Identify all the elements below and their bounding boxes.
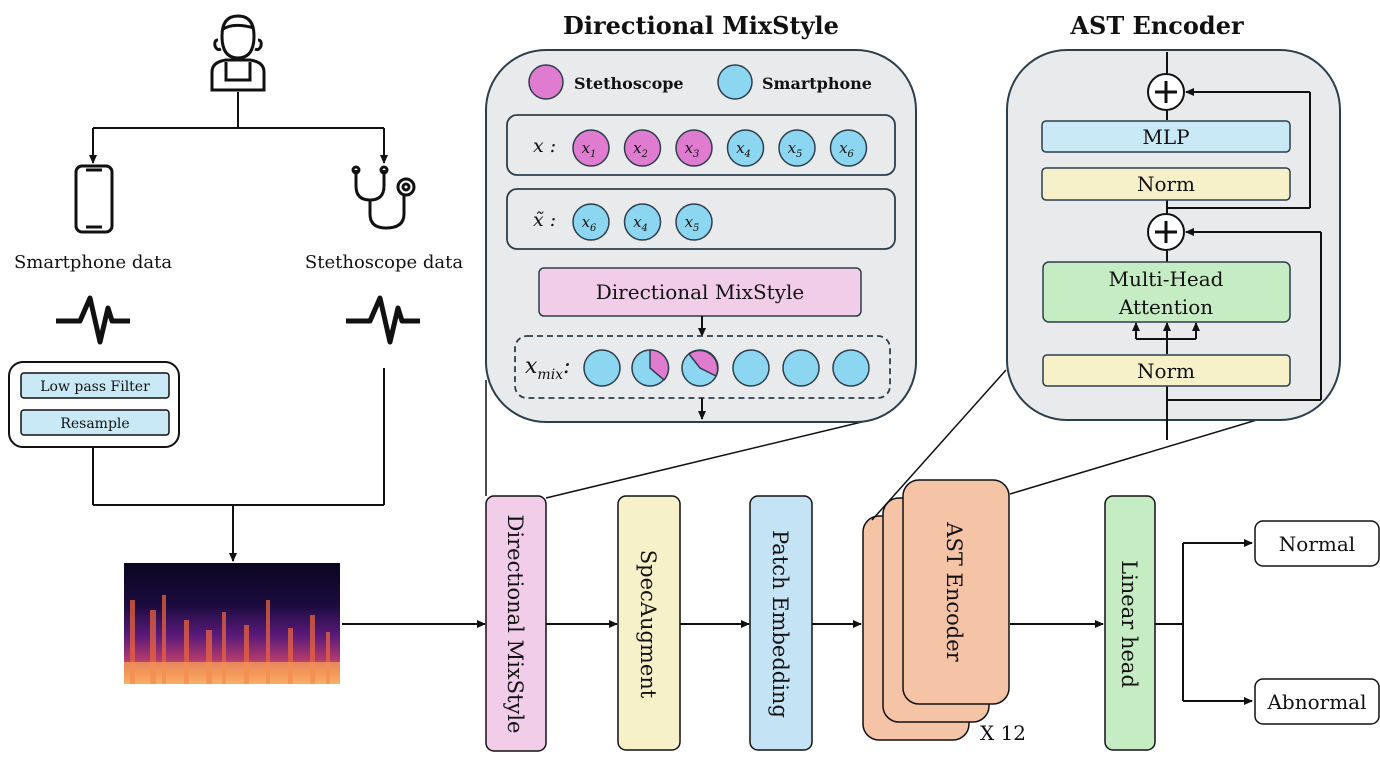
- patient-icon: [210, 14, 266, 92]
- pipeline-specaugment-label: SpecAugment: [636, 550, 660, 699]
- stethoscope-waveform-icon: [346, 295, 420, 345]
- norm-top-label: Norm: [1137, 172, 1195, 196]
- lowpass-filter-label: Low pass Filter: [40, 379, 150, 395]
- norm-bottom-block: [1042, 354, 1291, 387]
- norm-top-block: [1041, 167, 1291, 201]
- x-token-label: x3: [685, 139, 700, 160]
- x-token-label: x5: [788, 139, 803, 160]
- x-token-circle: [675, 129, 713, 167]
- xmix-items: [583, 349, 870, 387]
- mlp-block: [1041, 120, 1291, 153]
- x-token-circle: [623, 129, 662, 167]
- stethoscope-data-label: Stethoscope data: [305, 252, 463, 273]
- x-token-label: x6: [839, 139, 854, 160]
- pipeline-encoder-label: AST Encoder: [942, 521, 966, 662]
- pipeline-mixstyle-label: Directional MixStyle: [503, 515, 527, 734]
- zoom-lines: [485, 369, 1291, 521]
- pipeline-encoder-stack: [862, 479, 1010, 741]
- xmix-row-label: xmix:: [525, 354, 571, 383]
- x-token-label: x1: [582, 139, 597, 160]
- merge-connector: [92, 368, 385, 562]
- xtilde-token-label: x4: [633, 213, 648, 234]
- resample-block: [20, 409, 170, 436]
- output-normal-label: Normal: [1279, 532, 1355, 556]
- spectrogram-image: [124, 563, 340, 684]
- output-normal-box: [1254, 520, 1380, 567]
- smartphone-icon: [74, 164, 114, 234]
- resample-label: Resample: [60, 416, 129, 432]
- attention-block: [1042, 261, 1291, 323]
- encoder-connectors: [1132, 52, 1322, 440]
- xtilde-token-circle: [623, 203, 662, 241]
- x-token-circle: [829, 129, 868, 167]
- output-abnormal-box: [1254, 678, 1380, 725]
- xtilde-row-label: x̃ :: [533, 209, 556, 231]
- xtilde-token-label: x6: [582, 213, 597, 234]
- x-token-label: x4: [736, 139, 751, 160]
- legend-smartphone-swatch: [717, 64, 753, 100]
- x-token-circle: [778, 129, 816, 167]
- mixstyle-operation-label: Directional MixStyle: [596, 280, 805, 304]
- legend-smartphone-label: Smartphone: [762, 74, 872, 93]
- pipeline-linear-head-label: Linear head: [1117, 560, 1141, 688]
- add-icon-bottom: [1147, 213, 1185, 251]
- xtilde-items: x6 x4 x5: [572, 203, 713, 241]
- x-row-label: x :: [533, 135, 556, 157]
- x-token-label: x2: [633, 139, 648, 160]
- encoder-repeat-label: X 12: [980, 721, 1026, 745]
- x-token-circle: [572, 129, 610, 167]
- output-connector: [1155, 539, 1253, 705]
- mixstyle-operation-block: [538, 267, 862, 317]
- pipeline-patch-embedding-label: Patch Embedding: [768, 530, 792, 718]
- mixstyle-panel-title: Directional MixStyle: [563, 11, 839, 40]
- smartphone-data-label: Smartphone data: [14, 252, 172, 273]
- xtilde-token-label: x5: [685, 213, 700, 234]
- xtilde-token-circle: [675, 203, 713, 241]
- x-token-circle: [726, 129, 765, 167]
- smartphone-waveform-icon: [56, 295, 130, 345]
- norm-bottom-label: Norm: [1137, 359, 1195, 383]
- add-icon-top: [1147, 73, 1185, 111]
- xtilde-token-circle: [572, 203, 610, 241]
- x-items: x1 x2 x3 x4 x5 x6: [572, 129, 868, 167]
- stethoscope-icon: [351, 165, 416, 230]
- legend-stethoscope-swatch: [528, 64, 564, 100]
- encoder-panel-title: AST Encoder: [1069, 11, 1244, 40]
- mlp-label: MLP: [1142, 125, 1189, 149]
- legend-stethoscope-label: Stethoscope: [574, 74, 684, 93]
- lowpass-filter-block: [20, 372, 170, 399]
- output-abnormal-label: Abnormal: [1266, 690, 1366, 714]
- attention-label-line2: Attention: [1118, 295, 1213, 319]
- attention-label-line1: Multi-Head: [1109, 267, 1224, 291]
- split-connector: [89, 92, 388, 164]
